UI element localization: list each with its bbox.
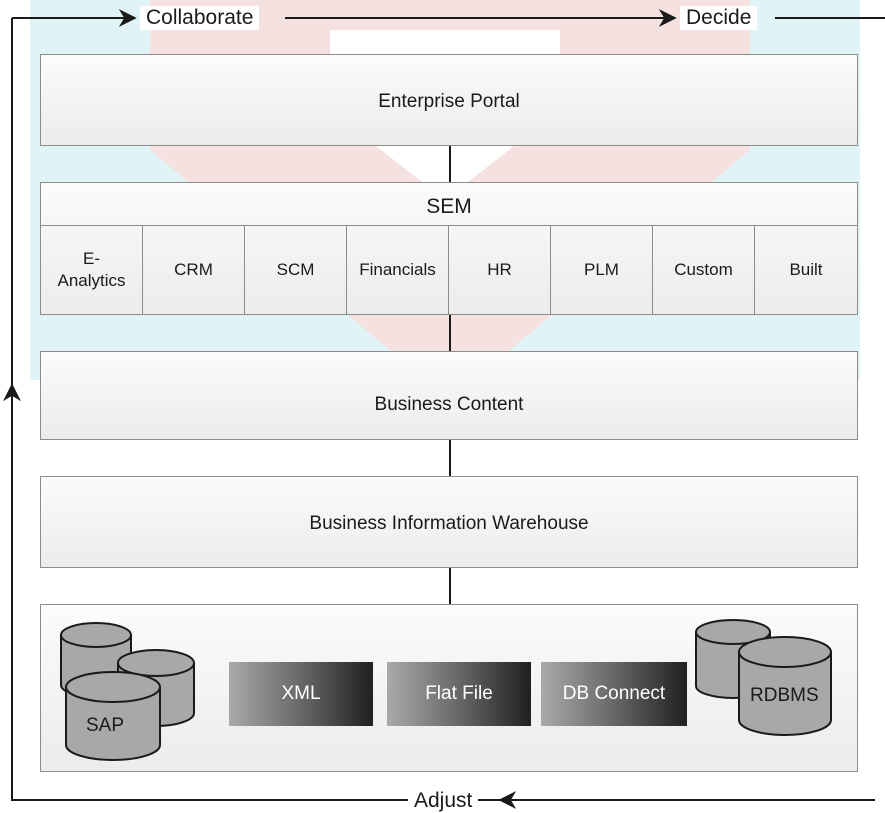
xml-source: XML [229,662,373,726]
collaborate-label: Collaborate [140,6,260,30]
enterprise-portal-layer: Enterprise Portal [40,54,858,146]
rdbms-database-icon [695,619,832,736]
module-custom: Custom [653,226,755,314]
module-e-analytics: E- Analytics [41,226,143,314]
module-crm: CRM [143,226,245,314]
sem-modules-row: E- Analytics CRM SCM Financials HR PLM C… [41,225,857,314]
data-sources-layer: SAP XML Flat File DB Connect RDBMS [40,604,858,772]
warehouse-layer: Business Information Warehouse [40,476,858,568]
business-content-label: Business Content [374,394,524,415]
enterprise-portal-label: Enterprise Portal [378,91,520,112]
warehouse-label: Business Information Warehouse [309,513,589,534]
adjust-label: Adjust [408,789,479,813]
db-connect-source: DB Connect [541,662,687,726]
flat-file-source: Flat File [387,662,531,726]
module-built: Built [789,260,823,279]
sem-title: SEM [426,195,472,218]
module-scm: SCM [245,226,347,314]
sem-layer: SEM E- Analytics CRM SCM Financials HR P… [40,182,858,315]
decide-label: Decide [680,6,758,30]
rdbms-label: RDBMS [750,685,819,706]
sap-label: SAP [86,715,125,736]
sap-database-icon [60,622,195,761]
module-plm: PLM [551,226,653,314]
module-hr: HR [449,226,551,314]
module-financials: Financials [347,226,449,314]
business-content-layer: Business Content [40,351,858,440]
